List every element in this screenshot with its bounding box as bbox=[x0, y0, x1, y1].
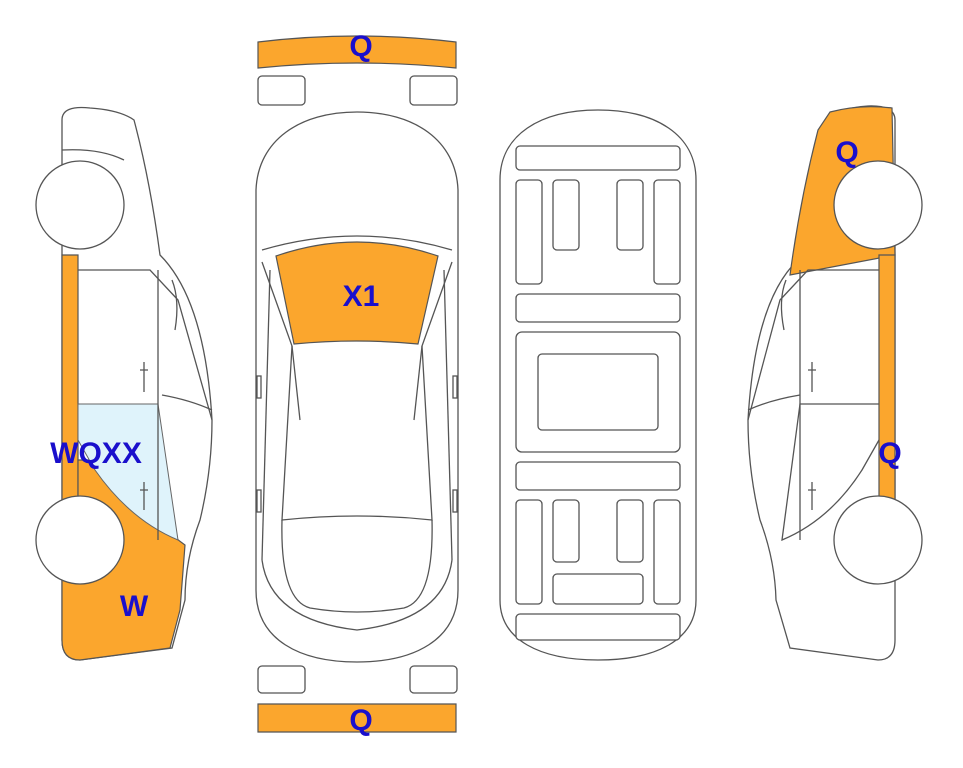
front-left-lamp bbox=[257, 75, 306, 106]
top-view bbox=[255, 35, 459, 733]
left-side-view bbox=[35, 106, 213, 661]
label-right-rocker: Q bbox=[878, 437, 901, 470]
label-hood: X1 bbox=[343, 280, 380, 313]
left-rear-wheel bbox=[35, 495, 125, 585]
right-rear-wheel bbox=[833, 495, 923, 585]
label-rear-bumper: Q bbox=[349, 704, 372, 737]
label-left-rear: W bbox=[120, 590, 149, 623]
front-right-lamp bbox=[409, 75, 458, 106]
label-right-front: Q bbox=[835, 136, 858, 169]
underside-view bbox=[499, 109, 697, 661]
rear-left-lamp bbox=[257, 665, 306, 694]
damage-labels: Q X1 Q WQXX W Q Q bbox=[50, 30, 902, 737]
rear-bumper[interactable] bbox=[257, 703, 457, 733]
left-front-wheel bbox=[35, 160, 125, 250]
front-bumper[interactable] bbox=[257, 35, 457, 69]
right-side-view bbox=[747, 105, 923, 661]
left-side-glass[interactable] bbox=[77, 403, 179, 541]
hood-panel[interactable] bbox=[275, 241, 439, 345]
label-front-bumper: Q bbox=[349, 30, 372, 63]
label-left-side: WQXX bbox=[50, 437, 142, 470]
car-body-top[interactable] bbox=[255, 111, 459, 663]
right-front-wheel bbox=[833, 160, 923, 250]
rear-right-lamp bbox=[409, 665, 458, 694]
